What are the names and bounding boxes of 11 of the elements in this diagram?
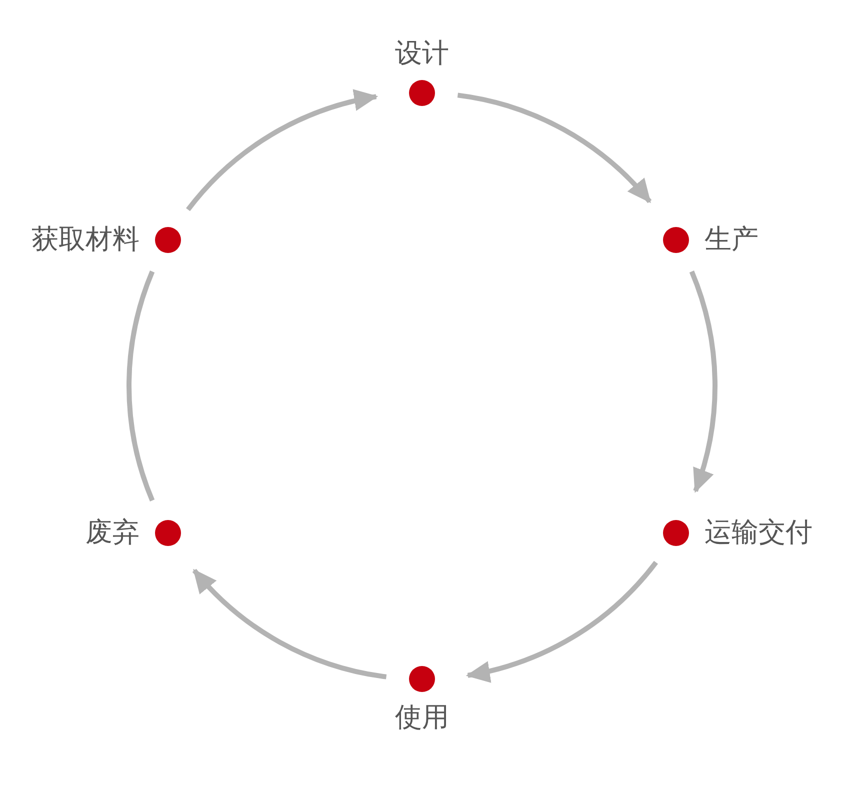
arrow: [457, 92, 652, 204]
stage-label: 生产: [704, 224, 759, 256]
arrow: [689, 270, 718, 493]
stage-label: 获取材料: [31, 224, 140, 256]
stage-label: 设计: [395, 38, 449, 70]
stage-label: 废弃: [85, 516, 140, 548]
arrow: [466, 560, 658, 682]
arrow: [192, 568, 387, 680]
stage-label: 使用: [395, 702, 449, 734]
stage-label: 运输交付: [704, 516, 813, 548]
arrow: [186, 90, 378, 212]
